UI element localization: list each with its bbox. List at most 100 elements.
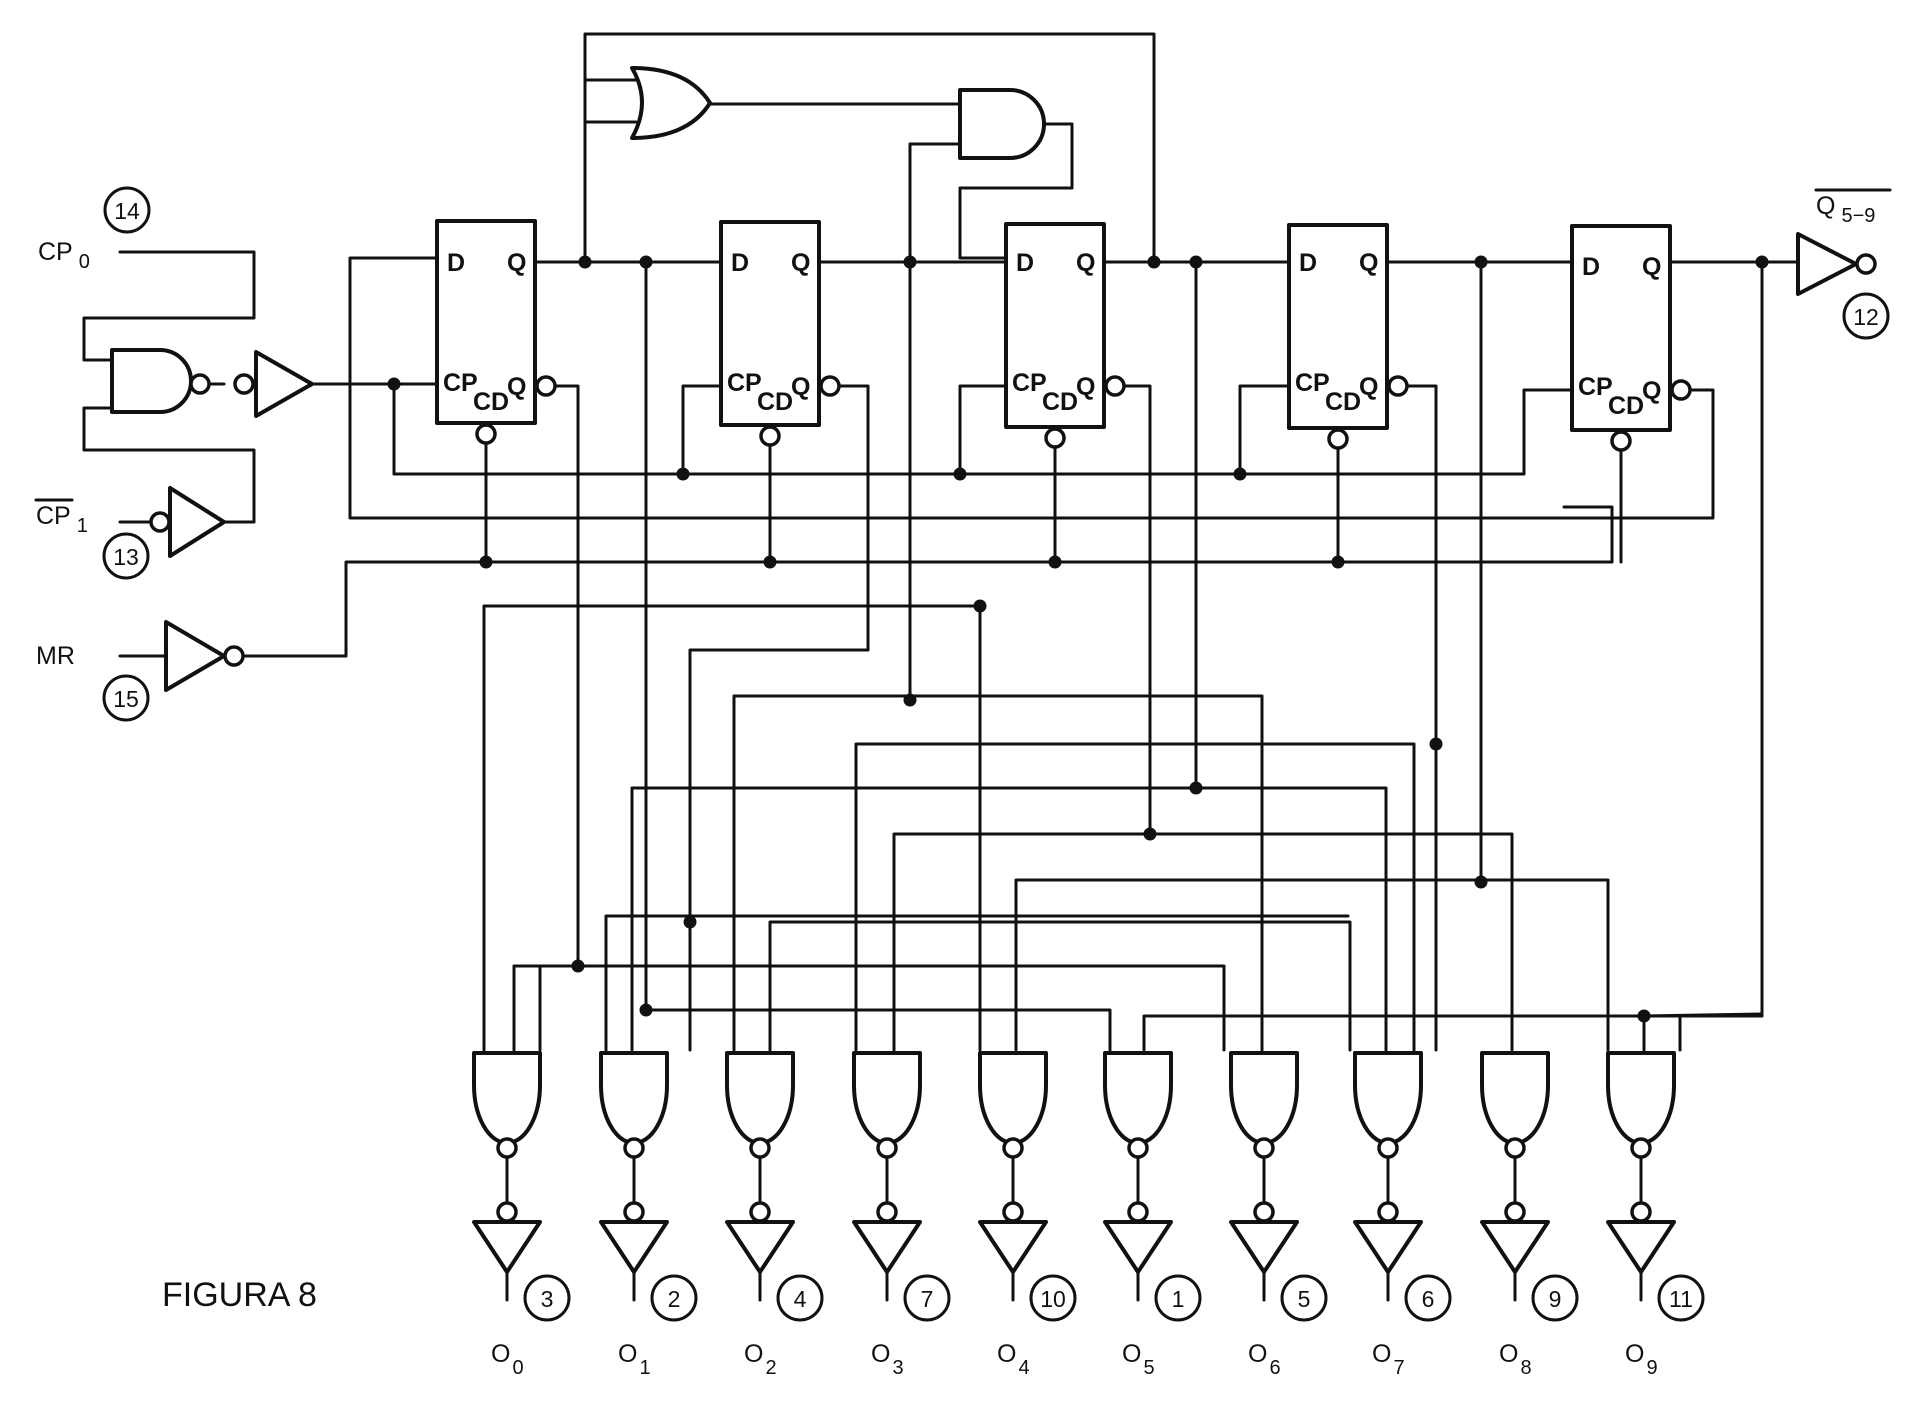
output-pin-8-number: 9 xyxy=(1549,1286,1562,1312)
ff-cp-label: CP xyxy=(1578,373,1613,401)
ff-d-label: D xyxy=(1582,253,1600,281)
output-pin-3-number: 7 xyxy=(921,1286,934,1312)
output-inverter-bubble xyxy=(1377,1201,1399,1223)
output-pin-6-number: 5 xyxy=(1298,1286,1311,1312)
junction-dot xyxy=(1331,555,1345,569)
qbar4-line xyxy=(1395,384,1438,746)
ff-cd-bubble xyxy=(759,425,781,447)
output-nand-gate-1 xyxy=(599,1051,669,1145)
output-pin-1-number: 2 xyxy=(668,1286,681,1312)
output-inverter-0 xyxy=(472,1220,542,1274)
bus-1010 xyxy=(644,1008,1112,1052)
junction-dot xyxy=(903,693,917,707)
wires xyxy=(82,32,1800,1302)
q59-pin: 12 xyxy=(1842,292,1890,340)
qbar3-line xyxy=(1112,384,1152,836)
cp1-inverter-bubble xyxy=(149,511,171,533)
bus-696 xyxy=(732,694,1264,1052)
ff-qbar-label: Q xyxy=(507,373,526,401)
ff-qbar-label: Q xyxy=(791,373,810,401)
output-inverter-4 xyxy=(978,1220,1048,1274)
input-nand-gate xyxy=(110,348,193,414)
output-inverter-bubble xyxy=(1253,1201,1275,1223)
junction-dot xyxy=(1147,255,1161,269)
ff-cd-label: CD xyxy=(1608,392,1644,420)
junction-dot xyxy=(903,255,917,269)
output-pin-7-number: 6 xyxy=(1422,1286,1435,1312)
output-nand-bubble xyxy=(496,1137,518,1159)
ff-cd-label: CD xyxy=(473,388,509,416)
output-nand-bubble xyxy=(1630,1137,1652,1159)
ff-cp-label: CP xyxy=(443,369,478,397)
junction-dot xyxy=(578,255,592,269)
bus-606 xyxy=(482,604,982,1052)
q59-inverter xyxy=(1796,232,1858,296)
ff-qbar-bubble xyxy=(1670,379,1692,401)
ff-cd-bubble xyxy=(1327,428,1349,450)
output-pin-4: 10 xyxy=(1029,1274,1077,1322)
junction-dot xyxy=(1048,555,1062,569)
output-nand-gate-6 xyxy=(1229,1051,1299,1145)
bus-916 xyxy=(604,914,1350,1052)
q59-pin-number: 12 xyxy=(1853,304,1879,330)
output-inverter-bubble xyxy=(1630,1201,1652,1223)
ff-qbar-label: Q xyxy=(1359,373,1378,401)
ff-cd-label: CD xyxy=(1042,388,1078,416)
figure-caption: FIGURA 8 xyxy=(162,1276,317,1314)
output-inverter-bubble xyxy=(1127,1201,1149,1223)
output-nand-bubble xyxy=(623,1137,645,1159)
ff-qbar-bubble xyxy=(1104,375,1126,397)
output-nand-gate-4 xyxy=(978,1051,1048,1145)
output-pin-4-number: 10 xyxy=(1040,1286,1066,1312)
output-inverter-bubble xyxy=(1504,1201,1526,1223)
junction-dot xyxy=(387,377,401,391)
output-inverter-bubble xyxy=(496,1201,518,1223)
output-pin-2: 4 xyxy=(776,1274,824,1322)
output-nand-gate-7 xyxy=(1353,1051,1423,1145)
cp0-pin-number: 14 xyxy=(114,198,140,224)
ff-q-label: Q xyxy=(1359,249,1378,277)
flip-flop-body xyxy=(1287,223,1389,430)
ff-cd-bubble xyxy=(1044,427,1066,449)
output-inverter-5 xyxy=(1103,1220,1173,1274)
junction-dot xyxy=(676,467,690,481)
output-inverter-7 xyxy=(1353,1220,1423,1274)
ff-cd-bubble xyxy=(1610,430,1632,452)
junction-dot xyxy=(683,915,697,929)
ff-q-label: Q xyxy=(507,249,526,277)
junction-dot xyxy=(763,555,777,569)
output-pin-7: 6 xyxy=(1404,1274,1452,1322)
ff-cp-label: CP xyxy=(727,369,762,397)
output-nand-bubble xyxy=(1504,1137,1526,1159)
input-nand-bubble xyxy=(189,373,211,395)
cp1-pin-number: 13 xyxy=(113,544,139,570)
junction-dot xyxy=(1189,255,1203,269)
ff-cd-label: CD xyxy=(757,388,793,416)
junction-dot xyxy=(1755,255,1769,269)
output-nand-gate-2 xyxy=(725,1051,795,1145)
junction-dot xyxy=(639,1003,653,1017)
qbar2-line xyxy=(688,384,870,930)
output-pin-0: 3 xyxy=(523,1274,571,1322)
output-nand-gate-5 xyxy=(1103,1051,1173,1145)
output-pin-0-number: 3 xyxy=(541,1286,554,1312)
bus-788 xyxy=(630,786,1388,1052)
output-inverter-3 xyxy=(852,1220,922,1274)
output-inverter-2 xyxy=(725,1220,795,1274)
output-pin-1: 2 xyxy=(650,1274,698,1322)
clock-buffer xyxy=(254,350,314,418)
output-inverter-bubble xyxy=(1002,1201,1024,1223)
mr-label: MR xyxy=(36,642,75,670)
junction-dot xyxy=(1429,737,1443,751)
flip-flop-body xyxy=(1004,222,1106,429)
output-nand-bubble xyxy=(1253,1137,1275,1159)
